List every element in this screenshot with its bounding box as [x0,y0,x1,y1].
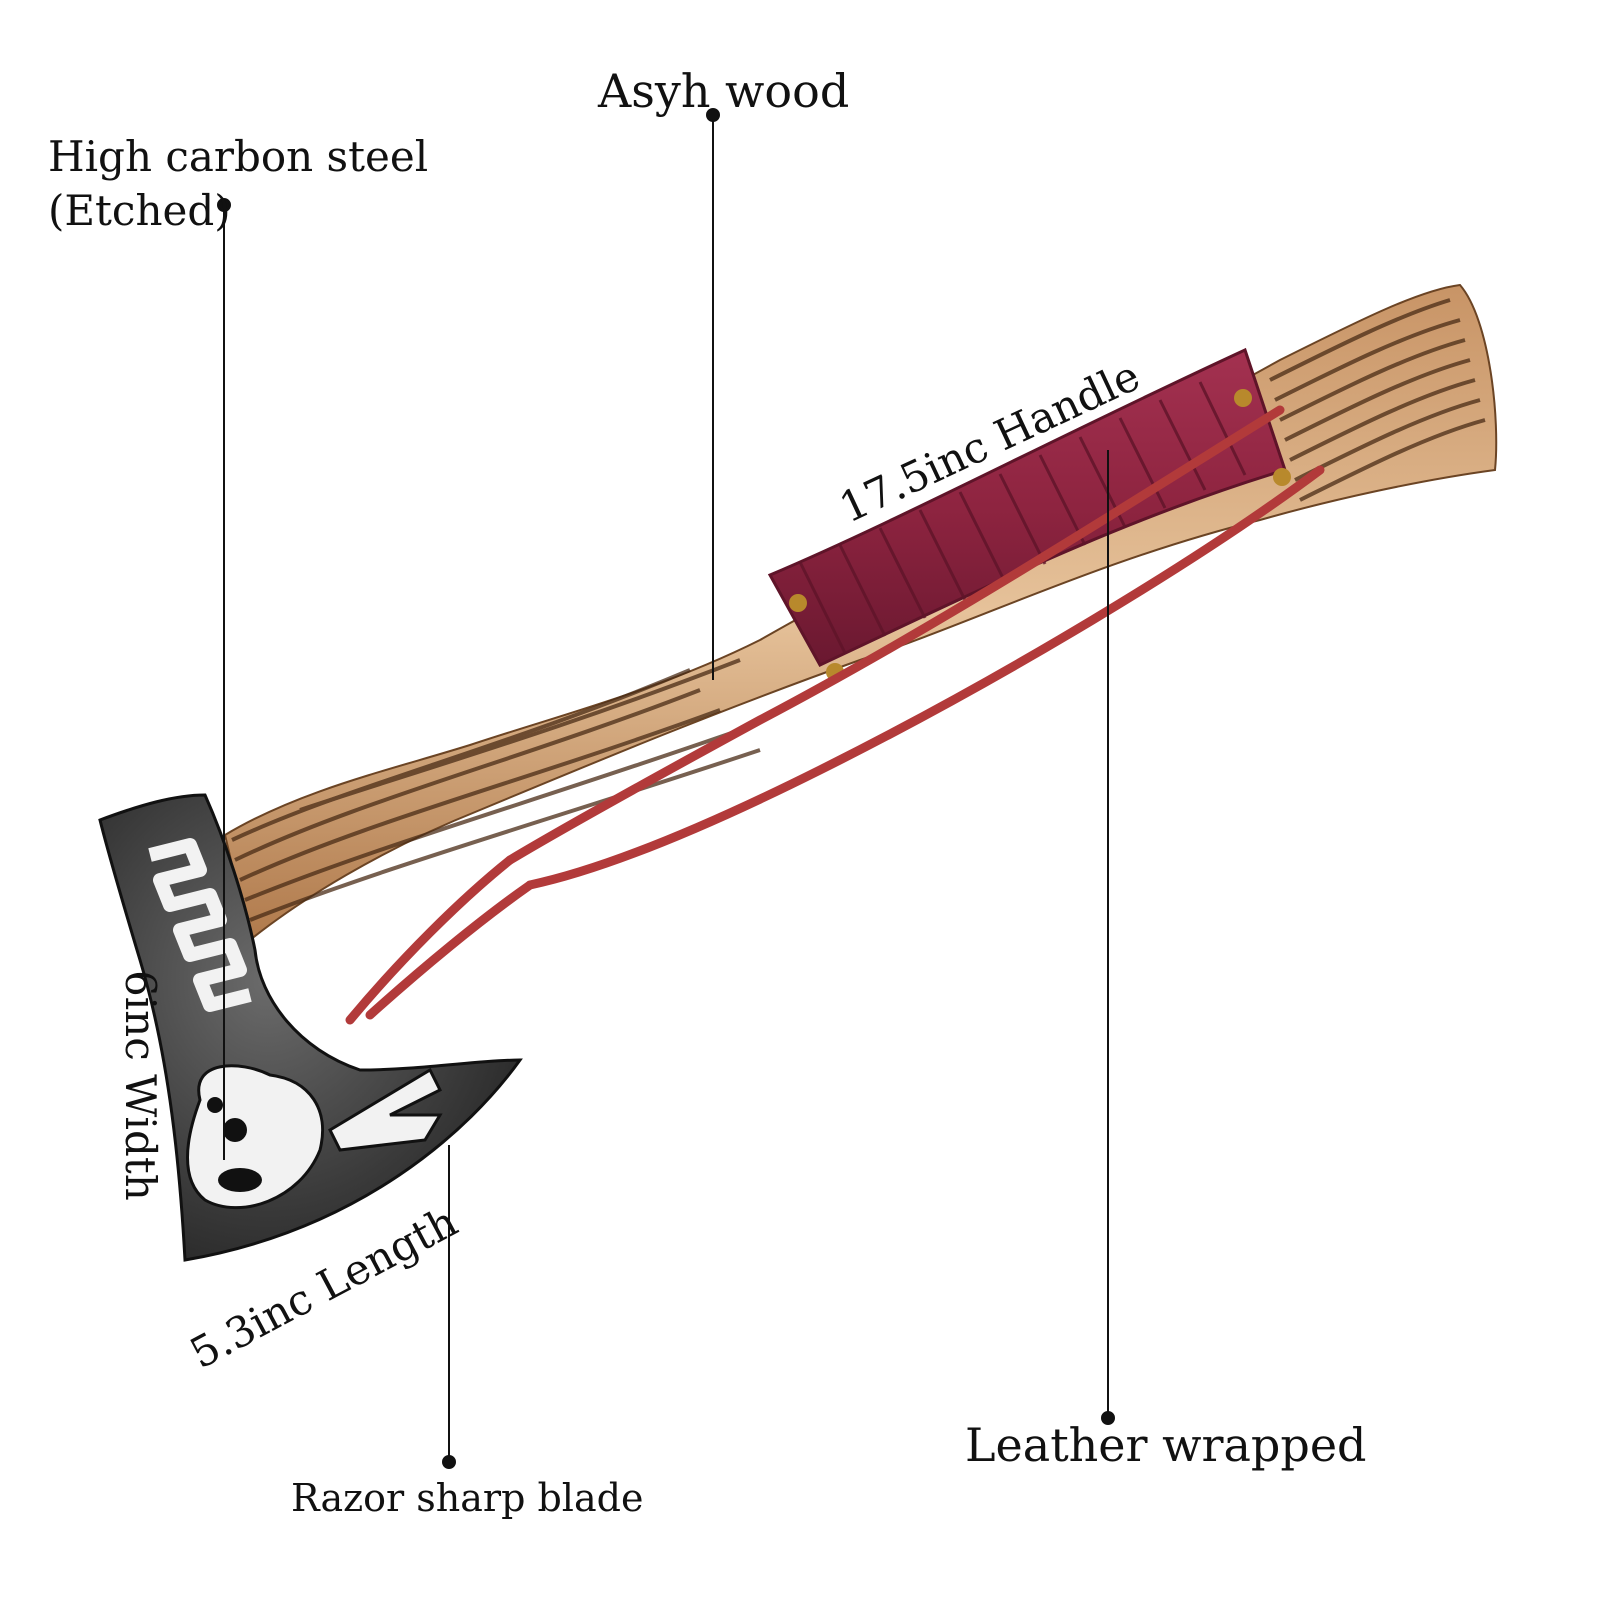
label-razor-sharp-blade: Razor sharp blade [291,1476,644,1520]
leader-lines [217,108,1115,1469]
axe-head [98,793,523,1262]
label-asyh-wood: Asyh wood [598,64,850,118]
leader-high-carbon-dot [217,198,231,212]
animal-head-etching [186,1064,443,1210]
label-high-carbon-line1: High carbon steel [48,132,429,181]
knotwork-etching [148,838,252,1012]
rivet [1273,468,1291,486]
leader-leather-dot [1101,1411,1115,1425]
label-high-carbon-line2: (Etched) [48,186,231,235]
label-leather-wrapped: Leather wrapped [965,1418,1367,1472]
wood-grain [231,298,1486,922]
leather-lace [345,405,1325,1025]
label-blade-width: 6inc Width [116,970,165,1201]
leader-wood-dot [706,108,720,122]
leather-wrap [767,347,1291,681]
leader-razor-dot [442,1455,456,1469]
rivet [1234,389,1252,407]
rivet [789,594,807,612]
